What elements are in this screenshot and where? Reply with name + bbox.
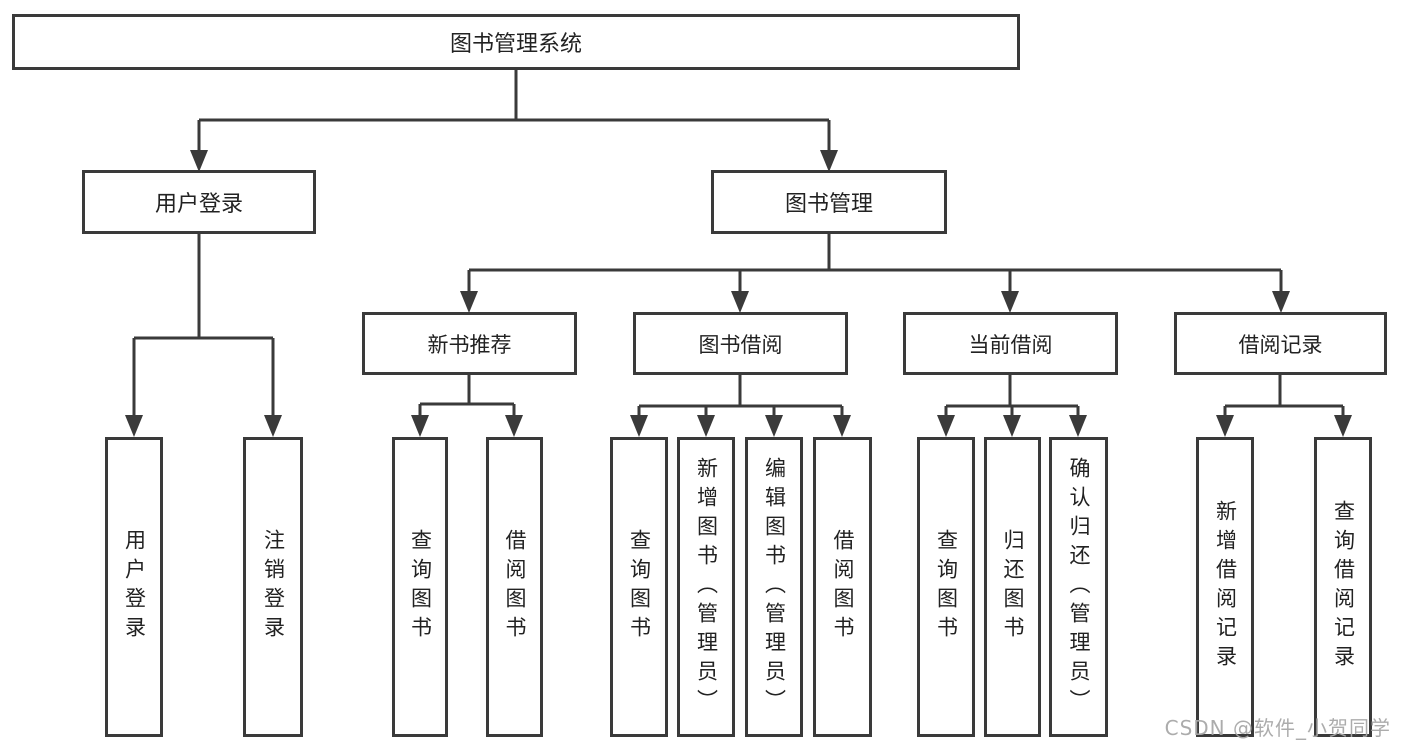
node-label: 新增借阅记录 [1213, 500, 1238, 674]
node-label: 借阅图书 [831, 529, 855, 645]
node-label: 查询图书 [934, 529, 959, 645]
leaf-confirm-return-admin: 确认归还（管理员） [1049, 437, 1108, 737]
node-label: 借阅图书 [503, 529, 527, 645]
leaf-add-book-admin: 新增图书（管理员） [677, 437, 735, 737]
node-label: 查询图书 [627, 529, 652, 645]
node-label: 图书管理 [784, 192, 873, 217]
node-label: 编辑图书（管理员） [762, 456, 787, 718]
node-label: 用户登录 [122, 529, 147, 645]
node-label: 查询借阅记录 [1331, 500, 1356, 674]
node-borrow-record: 借阅记录 [1174, 312, 1387, 375]
leaf-return-book: 归还图书 [984, 437, 1041, 737]
node-label: 注销登录 [261, 529, 286, 645]
leaf-query-book-3: 查询图书 [917, 437, 975, 737]
node-label: 新书推荐 [427, 332, 512, 357]
leaf-borrow-book-2: 借阅图书 [813, 437, 872, 737]
node-label: 用户登录 [154, 192, 243, 217]
node-label: 确认归还（管理员） [1067, 456, 1091, 718]
node-label: 当前借阅 [968, 332, 1053, 357]
leaf-query-borrow-record: 查询借阅记录 [1314, 437, 1372, 737]
leaf-query-book-2: 查询图书 [610, 437, 668, 737]
node-label: 查询图书 [408, 529, 433, 645]
csdn-watermark: CSDN @软件_小贺同学 [1164, 716, 1391, 740]
node-label: 新增图书（管理员） [694, 456, 719, 718]
node-book-management: 图书管理 [711, 170, 947, 234]
leaf-query-book-1: 查询图书 [392, 437, 448, 737]
node-label: 图书管理系统 [449, 32, 582, 57]
leaf-add-borrow-record: 新增借阅记录 [1196, 437, 1254, 737]
leaf-borrow-book-1: 借阅图书 [486, 437, 543, 737]
node-user-login: 用户登录 [82, 170, 316, 234]
node-current-borrow: 当前借阅 [903, 312, 1118, 375]
node-label: 归还图书 [1001, 529, 1025, 645]
node-label: 图书借阅 [698, 332, 783, 357]
node-new-book-recommend: 新书推荐 [362, 312, 577, 375]
leaf-edit-book-admin: 编辑图书（管理员） [745, 437, 803, 737]
node-book-borrow: 图书借阅 [633, 312, 848, 375]
node-label: 借阅记录 [1238, 332, 1323, 357]
leaf-logout: 注销登录 [243, 437, 303, 737]
leaf-user-login: 用户登录 [105, 437, 163, 737]
node-system-root: 图书管理系统 [12, 14, 1020, 70]
